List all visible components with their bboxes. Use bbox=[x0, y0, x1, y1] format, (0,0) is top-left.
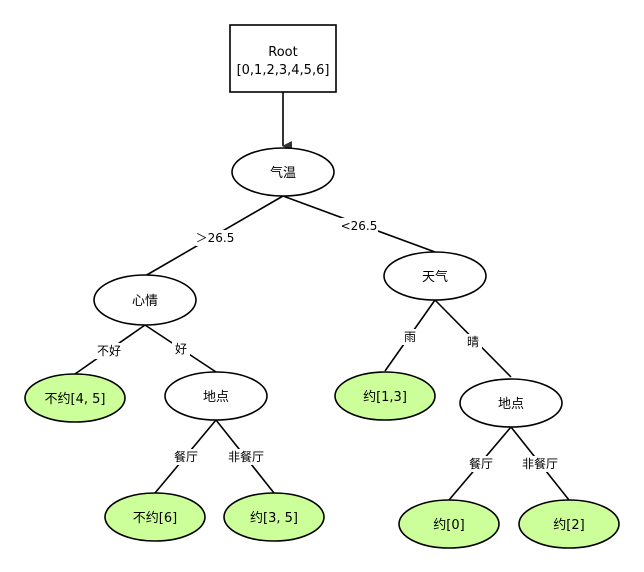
node-xinqing[interactable]: 心情 bbox=[93, 274, 197, 326]
edge-didian-left-yue35: 非餐厅 bbox=[215, 419, 275, 494]
node-didian-left[interactable]: 地点 bbox=[164, 371, 268, 421]
leaf-yue-2-label: 约[2] bbox=[553, 518, 584, 533]
edge-label-feicanting-left: 非餐厅 bbox=[228, 449, 264, 464]
leaf-buyue-45[interactable]: 不约[4, 5] bbox=[24, 373, 126, 423]
edge-label-hao: 好 bbox=[175, 342, 187, 356]
edge-qiwen-xinqing: ＞26.5 bbox=[144, 195, 284, 277]
node-didian-right[interactable]: 地点 bbox=[459, 378, 563, 428]
edge-label-gt265: ＞26.5 bbox=[196, 231, 235, 245]
edge-didian-right-yue2: 非餐厅 bbox=[510, 426, 570, 501]
edge-label-lt265: <26.5 bbox=[341, 219, 378, 233]
root-indices: [0,1,2,3,4,5,6] bbox=[237, 63, 330, 78]
leaf-buyue-6[interactable]: 不约[6] bbox=[104, 492, 206, 542]
edge-label-canting-left: 餐厅 bbox=[174, 449, 198, 464]
edge-xinqing-buyue45: 不好 bbox=[74, 324, 146, 375]
leaf-yue-0-label: 约[0] bbox=[433, 518, 464, 533]
node-didian-right-label: 地点 bbox=[498, 397, 524, 412]
node-xinqing-label: 心情 bbox=[132, 294, 158, 309]
leaf-yue-35-label: 约[3, 5] bbox=[250, 511, 298, 526]
root-box bbox=[229, 24, 337, 93]
edge-label-feicanting-right: 非餐厅 bbox=[522, 456, 558, 471]
edge-tianqi-didian-right: 晴 bbox=[434, 299, 512, 378]
edge-qiwen-tianqi: <26.5 bbox=[282, 195, 436, 253]
edge-xinqing-didian: 好 bbox=[144, 324, 217, 373]
edge-label-bu-hao: 不好 bbox=[97, 344, 121, 358]
edge-label-canting-right: 餐厅 bbox=[469, 456, 493, 471]
node-tianqi-label: 天气 bbox=[422, 269, 448, 285]
edge-label-yu: 雨 bbox=[404, 330, 416, 344]
leaf-buyue-6-label: 不约[6] bbox=[133, 511, 177, 526]
edge-didian-left-buyue6: 餐厅 bbox=[154, 419, 217, 494]
leaf-yue-35[interactable]: 约[3, 5] bbox=[223, 492, 325, 542]
leaf-yue-13-label: 约[1,3] bbox=[363, 390, 407, 405]
edge-label-qing: 晴 bbox=[467, 335, 479, 349]
node-root[interactable]: Root [0,1,2,3,4,5,6] bbox=[229, 24, 337, 93]
leaf-yue-0[interactable]: 约[0] bbox=[398, 499, 500, 549]
node-tianqi[interactable]: 天气 bbox=[383, 251, 487, 301]
leaf-yue-2[interactable]: 约[2] bbox=[518, 499, 620, 549]
node-didian-left-label: 地点 bbox=[203, 390, 229, 405]
leaf-buyue-45-label: 不约[4, 5] bbox=[45, 392, 106, 407]
edge-didian-right-yue0: 餐厅 bbox=[448, 426, 512, 501]
leaf-yue-13[interactable]: 约[1,3] bbox=[334, 371, 436, 421]
node-qiwen-label: 气温 bbox=[270, 165, 296, 181]
root-title: Root bbox=[268, 45, 297, 60]
edge-tianqi-yue13: 雨 bbox=[384, 299, 436, 372]
node-qiwen[interactable]: 气温 bbox=[231, 147, 335, 197]
